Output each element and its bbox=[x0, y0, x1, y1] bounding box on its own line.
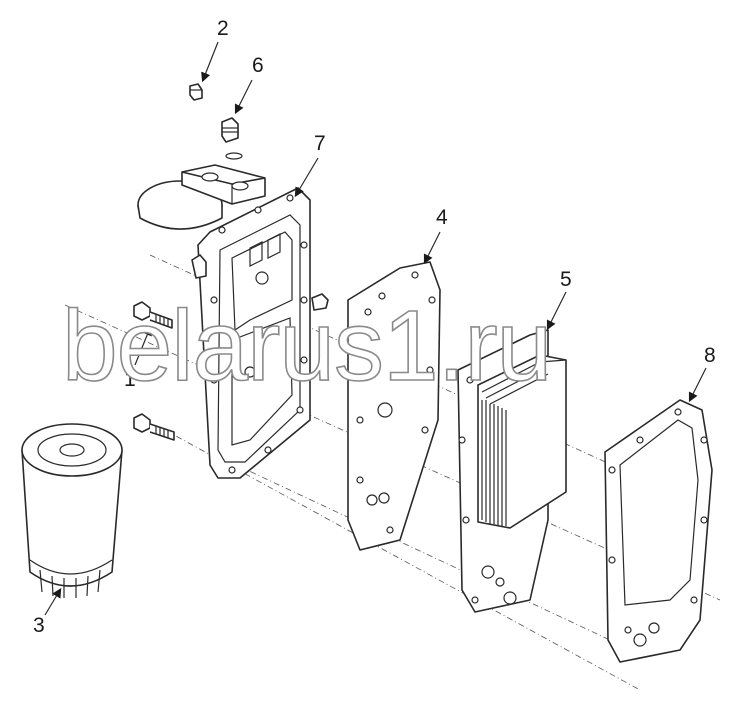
part-4-gasket bbox=[347, 261, 441, 551]
part-6-fitting bbox=[221, 117, 243, 160]
callout-labels: 2 6 7 4 5 8 1 3 bbox=[33, 17, 716, 637]
part-7-cooler-housing bbox=[137, 164, 329, 479]
part-8-gasket bbox=[604, 399, 713, 663]
part-2-plug bbox=[189, 83, 203, 101]
callout-1: 1 bbox=[124, 368, 136, 391]
callout-3: 3 bbox=[33, 614, 45, 637]
watermark-text: belarus1.ru bbox=[61, 290, 553, 402]
callout-8: 8 bbox=[704, 344, 716, 367]
part-5-cooler-core bbox=[457, 329, 567, 613]
callout-7: 7 bbox=[314, 132, 326, 155]
part-1-bolts bbox=[133, 301, 175, 441]
callout-4: 4 bbox=[436, 206, 448, 229]
part-3-oil-filter bbox=[21, 423, 123, 598]
leader-arrows bbox=[44, 41, 707, 616]
callout-6: 6 bbox=[252, 54, 264, 77]
callout-5: 5 bbox=[560, 268, 572, 291]
callout-2: 2 bbox=[217, 17, 229, 40]
